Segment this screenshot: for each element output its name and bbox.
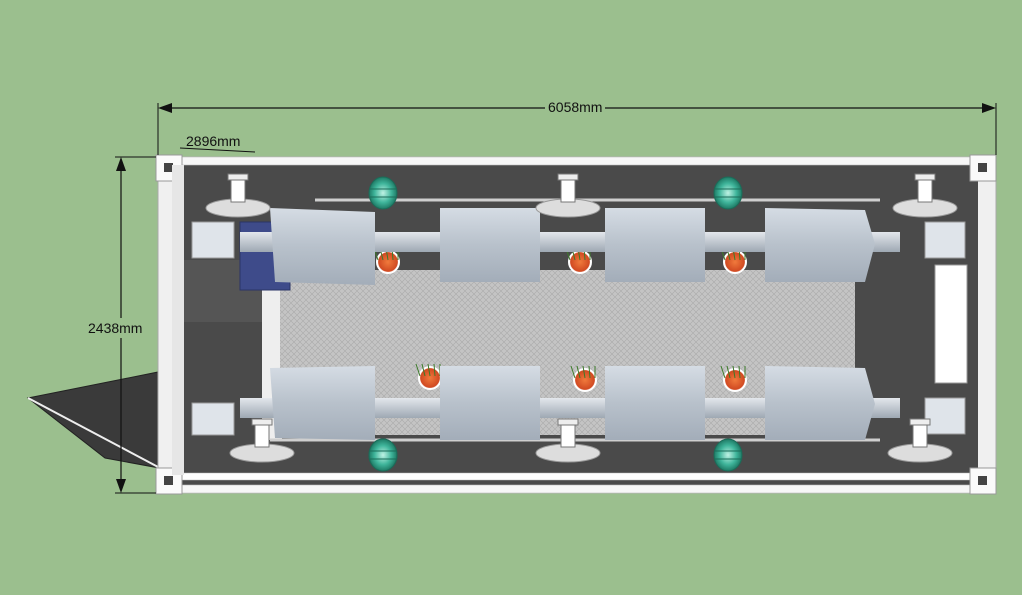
fan-icon: [887, 418, 953, 463]
duct-top: [191, 208, 966, 285]
fan-icon: [535, 173, 601, 218]
width-dimension-label: 2438mm: [88, 318, 143, 338]
plant-pot-icon: [720, 365, 747, 392]
plant-pots: [373, 247, 747, 392]
plant-pot-icon: [570, 365, 597, 392]
side-door-right: [934, 264, 968, 384]
vapor-proof-lamp-icon: [368, 438, 398, 472]
plant-pot-icon: [373, 247, 400, 274]
vapor-proof-lamp-icon: [713, 438, 743, 472]
vapor-proof-lamp-icon: [713, 176, 743, 210]
fan-icon: [892, 173, 958, 218]
fan-icon: [535, 418, 601, 463]
dimension-height-leader: [179, 147, 256, 153]
corner-casting: [969, 154, 997, 182]
fan-icon: [205, 173, 271, 218]
fan-icon: [229, 418, 295, 463]
duct-bottom: [191, 366, 966, 440]
height-dimension-label: 2896mm: [186, 133, 241, 149]
corner-casting: [969, 467, 997, 495]
fixtures: [205, 173, 958, 472]
length-dimension-label: 6058mm: [545, 99, 606, 115]
vapor-proof-lamp-icon: [368, 176, 398, 210]
